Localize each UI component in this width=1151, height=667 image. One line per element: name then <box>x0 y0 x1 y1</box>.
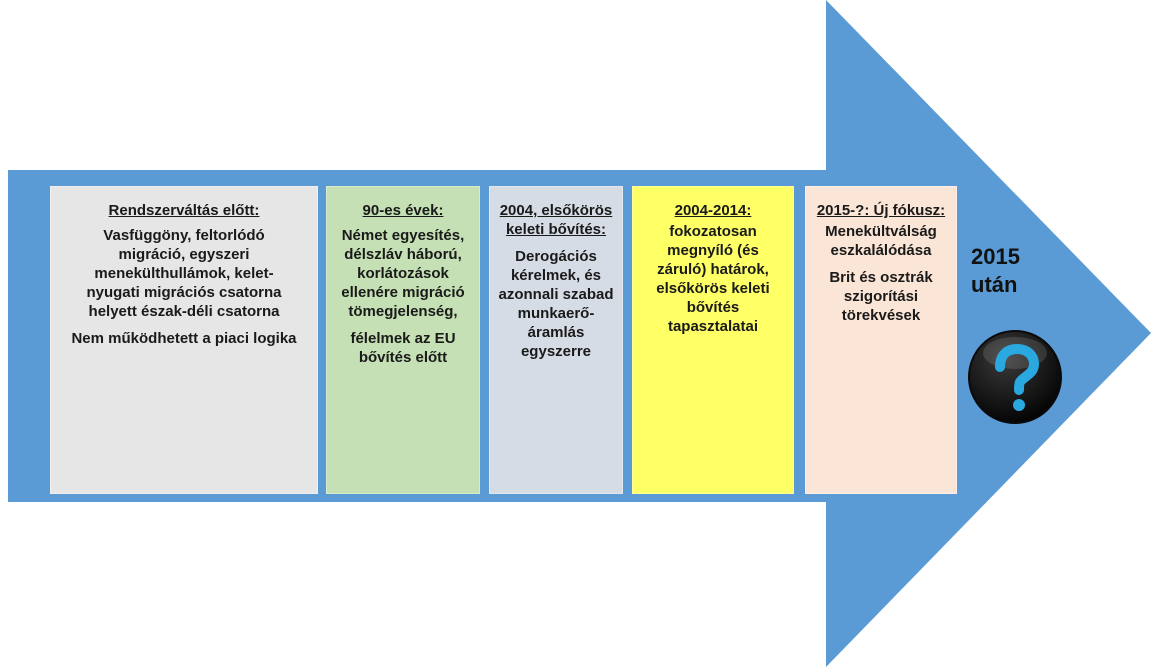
stage-box-3: 2004, elsőkörös keleti bővítés: Derogáci… <box>489 186 623 494</box>
stage-title: 90-es évek: <box>362 202 444 219</box>
final-period-label: 2015 után <box>971 244 1020 297</box>
stage-box-4: 2004-2014: fokozatosan megnyíló (és záru… <box>632 186 794 494</box>
stage-box-5: 2015-?: Új fókusz: Menekültválság eszkal… <box>805 186 957 494</box>
stage-title: 2004-2014: <box>674 202 752 219</box>
stage-text: Derogációs kérelmek, és azonnali szabad … <box>498 248 614 360</box>
stage-text: Német egyesítés, délszláv háború, korlát… <box>341 227 465 320</box>
stage-text: fokozatosan megnyíló (és záruló) határok… <box>656 223 770 335</box>
stage-title: 2004, elsőkörös keleti bővítés: <box>499 202 613 238</box>
stage-text: Menekültválság eszkalálódása <box>825 223 937 259</box>
stage-title: 2015-?: Új fókusz: <box>816 202 946 219</box>
stage-text: Nem működhetett a piaci logika <box>71 330 297 347</box>
stage-box-2: 90-es évek: Német egyesítés, délszláv há… <box>326 186 480 494</box>
question-mark-icon <box>968 330 1062 424</box>
stage-text: Brit és osztrák szigorítási törekvések <box>829 269 933 324</box>
stage-title: Rendszerváltás előtt: <box>108 202 260 219</box>
stage-box-1: Rendszerváltás előtt: Vasfüggöny, feltor… <box>50 186 318 494</box>
stage-text: félelmek az EU bővítés előtt <box>350 330 456 366</box>
stage-text: Vasfüggöny, feltorlódó migráció, egyszer… <box>86 227 282 320</box>
